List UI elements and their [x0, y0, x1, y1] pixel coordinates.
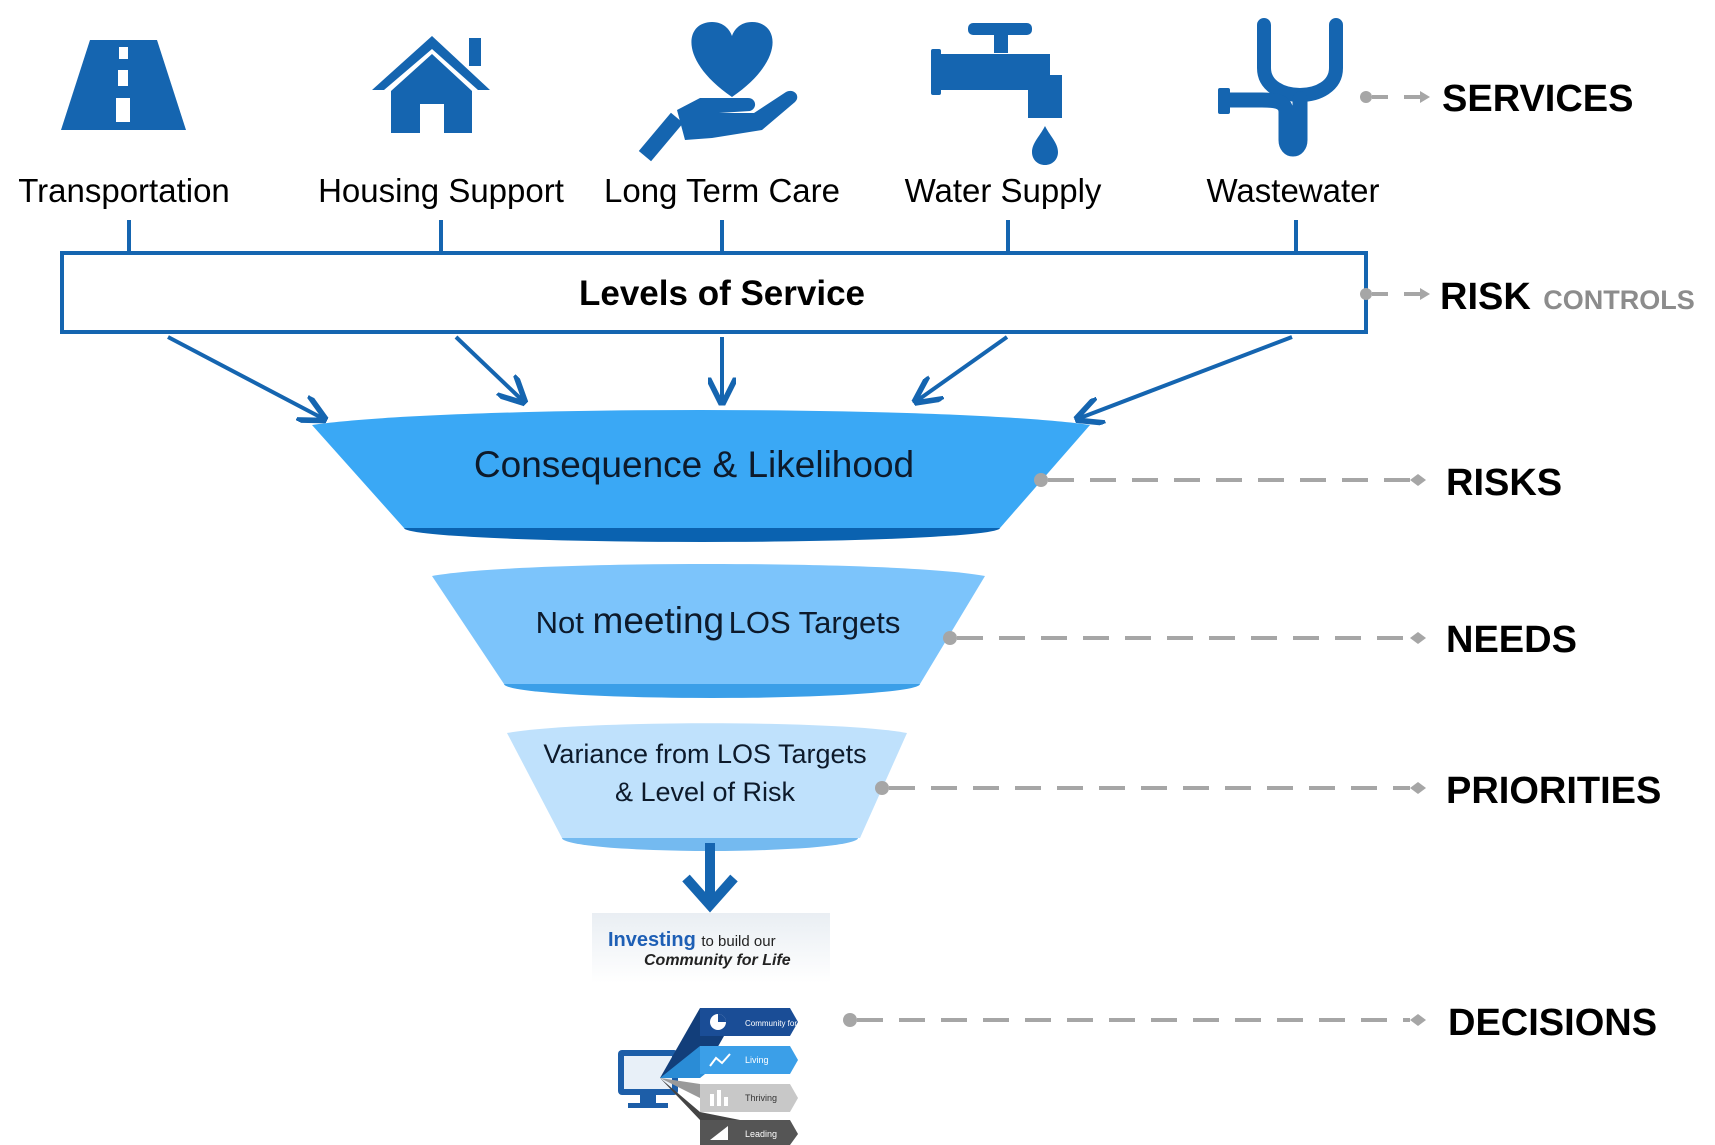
- service-label-water-supply: Water Supply: [905, 172, 1102, 209]
- levels-of-service-label: Levels of Service: [579, 274, 865, 313]
- decisions-item-community: Community for Life: [745, 1019, 813, 1028]
- label-risk-controls: RISK CONTROLS: [1440, 276, 1695, 318]
- logo-line2: Community for Life: [644, 952, 791, 969]
- service-label-long-term-care: Long Term Care: [604, 172, 840, 209]
- house-icon: [372, 36, 490, 133]
- funnel-stage2-suffix: LOS Targets: [729, 605, 901, 640]
- label-controls: CONTROLS: [1543, 285, 1695, 315]
- logo-rest: to build our: [701, 933, 775, 950]
- funnel-stage3-line2: & Level of Risk: [615, 777, 796, 807]
- label-risks: RISKS: [1446, 462, 1562, 504]
- label-priorities: PRIORITIES: [1446, 770, 1661, 812]
- funnel-stage2-prefix: Not: [536, 605, 593, 640]
- funnel-stage-not-meeting-los: Not meeting LOS Targets: [432, 564, 985, 698]
- logo-investing: Investing: [608, 929, 696, 951]
- investing-community-logo: Investing to build our Community for Lif…: [592, 913, 830, 983]
- levels-to-funnel-arrows: [167, 335, 1293, 418]
- service-label-transportation: Transportation: [18, 172, 230, 209]
- label-risk: RISK: [1440, 276, 1531, 318]
- service-label-wastewater: Wastewater: [1207, 172, 1380, 209]
- funnel-stage2-label: Not meeting LOS Targets: [536, 600, 901, 641]
- label-services: SERVICES: [1442, 78, 1633, 120]
- service-label-housing-support: Housing Support: [318, 172, 564, 209]
- down-arrow-icon: [682, 843, 738, 913]
- funnel-stage2-emph: meeting: [593, 600, 725, 641]
- decisions-item-leading: Leading: [745, 1129, 777, 1139]
- svg-text:Investing to build our: Investing to build our: [608, 929, 776, 951]
- right-connectors: [843, 91, 1430, 1027]
- label-decisions: DECISIONS: [1448, 1002, 1657, 1044]
- drain-pipe-icon: [1218, 18, 1343, 157]
- road-icon: [61, 40, 186, 130]
- heart-hand-icon: [638, 22, 798, 162]
- funnel-stage1-label: Consequence & Likelihood: [474, 444, 914, 485]
- label-needs: NEEDS: [1446, 619, 1577, 661]
- decisions-item-living: Living: [745, 1055, 769, 1065]
- decisions-graphic: Community for Life Living Thriving Leadi…: [618, 1008, 813, 1145]
- decisions-item-thriving: Thriving: [745, 1093, 777, 1103]
- water-tap-icon: [931, 23, 1062, 165]
- funnel-stage3-line1: Variance from LOS Targets: [543, 739, 866, 769]
- funnel-stage-consequence-likelihood: Consequence & Likelihood: [312, 410, 1090, 542]
- service-connectors: [127, 220, 1298, 253]
- funnel-stage-variance-risk: Variance from LOS Targets & Level of Ris…: [507, 723, 907, 851]
